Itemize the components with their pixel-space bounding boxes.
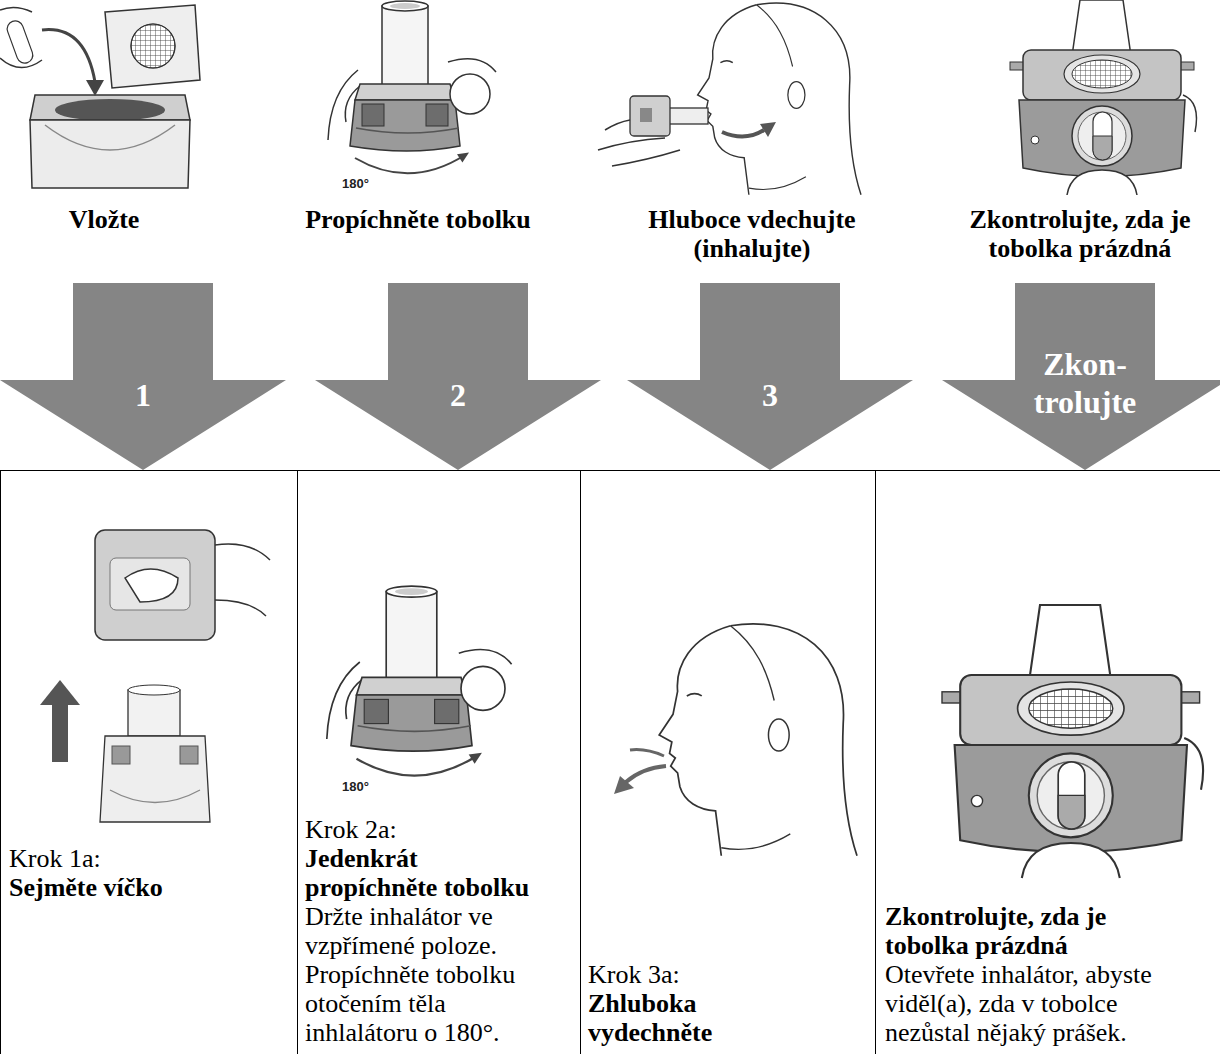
arrow-label-box: 2 [393, 376, 523, 414]
exhale-stroke [630, 750, 664, 756]
step-cell: Krok 1a:Sejměte víčko [0, 470, 297, 1054]
capsule-chamber [55, 99, 165, 121]
inhale-arrowhead [760, 122, 776, 137]
mesh-ground [131, 24, 175, 68]
mouthpiece [668, 108, 708, 124]
arrow-label-box: 1 [78, 376, 208, 414]
finger-line [0, 7, 32, 12]
cap-removal-figure [40, 530, 270, 822]
face-profile [698, 3, 861, 195]
exhale-arrowhead [614, 776, 634, 794]
hand-line [605, 120, 630, 130]
insert-arrowhead [86, 80, 104, 96]
inhaler-base [100, 736, 210, 822]
step-heading: Zkontrolujte, zda je tobolka prázdná [885, 902, 1180, 960]
inhaler-button [180, 746, 198, 764]
step-cell: Zkontrolujte, zda je tobolka prázdnáOtev… [875, 470, 1220, 1054]
base-top [30, 95, 190, 120]
step-heading: Zhluboka vydechněte [588, 989, 758, 1047]
angle-label: 180° [342, 176, 369, 192]
step-caption: Hluboce vdechujte (inhalujte) [617, 205, 887, 263]
step-heading: Jedenkrát propíchněte tobolku [305, 844, 545, 902]
step-text: Krok 2a:Jedenkrát propíchněte tobolkuDrž… [305, 815, 545, 1047]
base-seam [45, 125, 175, 150]
inhale-arrow [722, 130, 764, 137]
open-inhaler-figure [942, 605, 1203, 878]
inhaler-window [640, 108, 652, 122]
inhaler-button [112, 746, 130, 764]
step-arrow: 1 [0, 283, 286, 470]
insert-figure [0, 5, 200, 188]
step-number: 1 [78, 376, 208, 414]
arrow-label-box: 3 [705, 376, 835, 414]
angle-label: 180° [342, 779, 369, 795]
mouthpiece-rim [128, 685, 180, 695]
finger-line [0, 58, 42, 68]
base-seam [110, 790, 200, 803]
step-arrow: Zkon- trolujte [942, 283, 1220, 470]
finger-line [215, 600, 266, 616]
inhaler-cap [95, 530, 215, 640]
arrow-fill [942, 283, 1220, 470]
step-body: Krok 3a: [588, 960, 758, 989]
arrow-shape [627, 283, 913, 470]
step-number: 2 [393, 376, 523, 414]
arrow-shape [0, 283, 286, 470]
step-body: Krok 2a: [305, 815, 545, 844]
inhaler-pierce-figure [328, 1, 496, 173]
face-profile [659, 624, 857, 856]
finger-line [215, 544, 270, 560]
step-body: Držte inhalátor ve vzpřímené poloze. Pro… [305, 902, 545, 1047]
inhale-figure [598, 96, 776, 166]
thumb [125, 569, 178, 602]
step-number: 3 [705, 376, 835, 414]
step-text: Krok 1a:Sejměte víčko [9, 844, 279, 902]
arrow-fill [627, 283, 913, 470]
step-caption: Vložte [4, 205, 204, 234]
insert-arrow [42, 30, 95, 82]
exhale-arrow [626, 766, 666, 782]
step-body: Krok 1a: [9, 844, 279, 873]
arrow-fill [0, 283, 286, 470]
arrow-label-box: Zkon- trolujte [1020, 345, 1150, 421]
up-arrowhead [40, 680, 80, 705]
step-heading: Sejměte víčko [9, 873, 279, 902]
up-arrow [52, 702, 68, 762]
mesh-screen [131, 24, 175, 68]
open-inhaler-figure [1010, 0, 1197, 195]
hand-line [598, 138, 665, 150]
capsule [5, 19, 35, 66]
exhale-figure [614, 750, 666, 794]
inhaler-body [630, 96, 670, 136]
mouthpiece [128, 690, 180, 736]
step-arrow: 3 [627, 283, 913, 470]
step-arrow: 2 [315, 283, 601, 470]
arrow-fill [315, 283, 601, 470]
hand-line [612, 150, 680, 166]
inhaler-base [30, 120, 190, 188]
cap-window [110, 558, 190, 610]
inhaler-pierce-figure [327, 586, 512, 776]
step-text: Krok 3a:Zhluboka vydechněte [588, 960, 758, 1047]
arrow-shape [315, 283, 601, 470]
step-text: Zkontrolujte, zda je tobolka prázdnáOtev… [885, 902, 1180, 1047]
step-caption: Propíchněte tobolku [268, 205, 568, 234]
step-cell: Krok 2a:Jedenkrát propíchněte tobolkuDrž… [297, 470, 580, 1054]
step-cell: Krok 3a:Zhluboka vydechněte [580, 470, 875, 1054]
step-caption: Zkontrolujte, zda je tobolka prázdná [950, 205, 1210, 263]
inhaler-lid [105, 5, 200, 88]
step-body: Otevřete inhalátor, abyste viděl(a), zda… [885, 960, 1180, 1047]
step-number: Zkon- trolujte [1020, 345, 1150, 421]
